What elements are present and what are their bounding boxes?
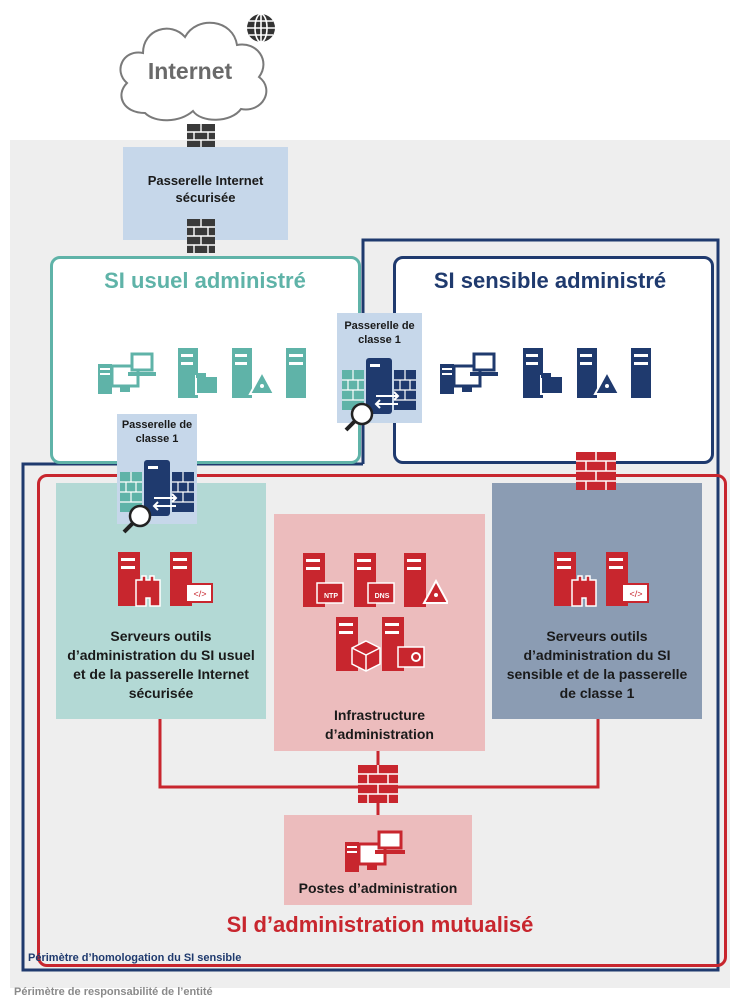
sensible-tools-label: Serveurs outils d’administration du SI s… — [506, 628, 688, 701]
sensible-tools-box — [492, 483, 702, 719]
usuel-tools-label: Serveurs outils d’administration du SI u… — [67, 628, 255, 701]
firewall-icon — [358, 765, 398, 803]
code-server-icon — [170, 552, 214, 608]
network-server-icon — [577, 348, 619, 400]
responsibility-perimeter-label: Périmètre de responsabilité de l’entité — [14, 986, 213, 998]
class1-gateway-device-icon — [120, 452, 196, 536]
network-server-icon — [404, 553, 448, 609]
homologation-perimeter-label: Périmètre d’homologation du SI sensible — [28, 952, 242, 964]
server-icon — [631, 348, 653, 400]
firewall-icon — [187, 219, 215, 253]
class1-gateway-label-left: Passerelle de classe 1 — [121, 419, 193, 445]
globe-icon — [245, 12, 277, 44]
internet-gateway-label: Passerelle Internet sécurisée — [147, 173, 264, 205]
admin-workstations-label: Postes d’administration — [298, 880, 458, 896]
dns-server-icon — [354, 553, 398, 609]
infrastructure-label: Infrastructure d’administration — [325, 707, 434, 742]
si-sensible-title: SI sensible administré — [433, 268, 667, 293]
ntp-icon-label: NTP — [324, 593, 338, 600]
code-icon-label: </> — [629, 589, 643, 599]
firewall-icon — [576, 452, 616, 490]
dns-icon-label: DNS — [374, 593, 390, 600]
certificate-server-icon — [382, 617, 428, 673]
si-admin-title: SI d’administration mutualisé — [226, 912, 534, 937]
workstation-icon — [440, 352, 498, 396]
si-usuel-title: SI usuel administré — [104, 268, 306, 293]
network-server-icon — [232, 348, 274, 400]
si-admin-box — [37, 474, 727, 967]
class1-gateway-label-top: Passerelle de classe 1 — [344, 320, 415, 346]
package-server-icon — [336, 617, 382, 673]
server-icon — [286, 348, 308, 400]
code-icon-label: </> — [193, 589, 207, 599]
workstation-icon — [345, 830, 405, 874]
workstation-icon — [98, 352, 156, 396]
internet-cloud — [105, 5, 280, 130]
class1-gateway-device-icon — [342, 350, 418, 434]
file-server-icon — [523, 348, 565, 400]
bastion-server-icon — [554, 552, 598, 608]
ntp-server-icon — [303, 553, 347, 609]
si-sensible-box — [393, 256, 714, 464]
code-server-icon — [606, 552, 650, 608]
bastion-server-icon — [118, 552, 162, 608]
file-server-icon — [178, 348, 220, 400]
internet-label: Internet — [147, 58, 233, 84]
